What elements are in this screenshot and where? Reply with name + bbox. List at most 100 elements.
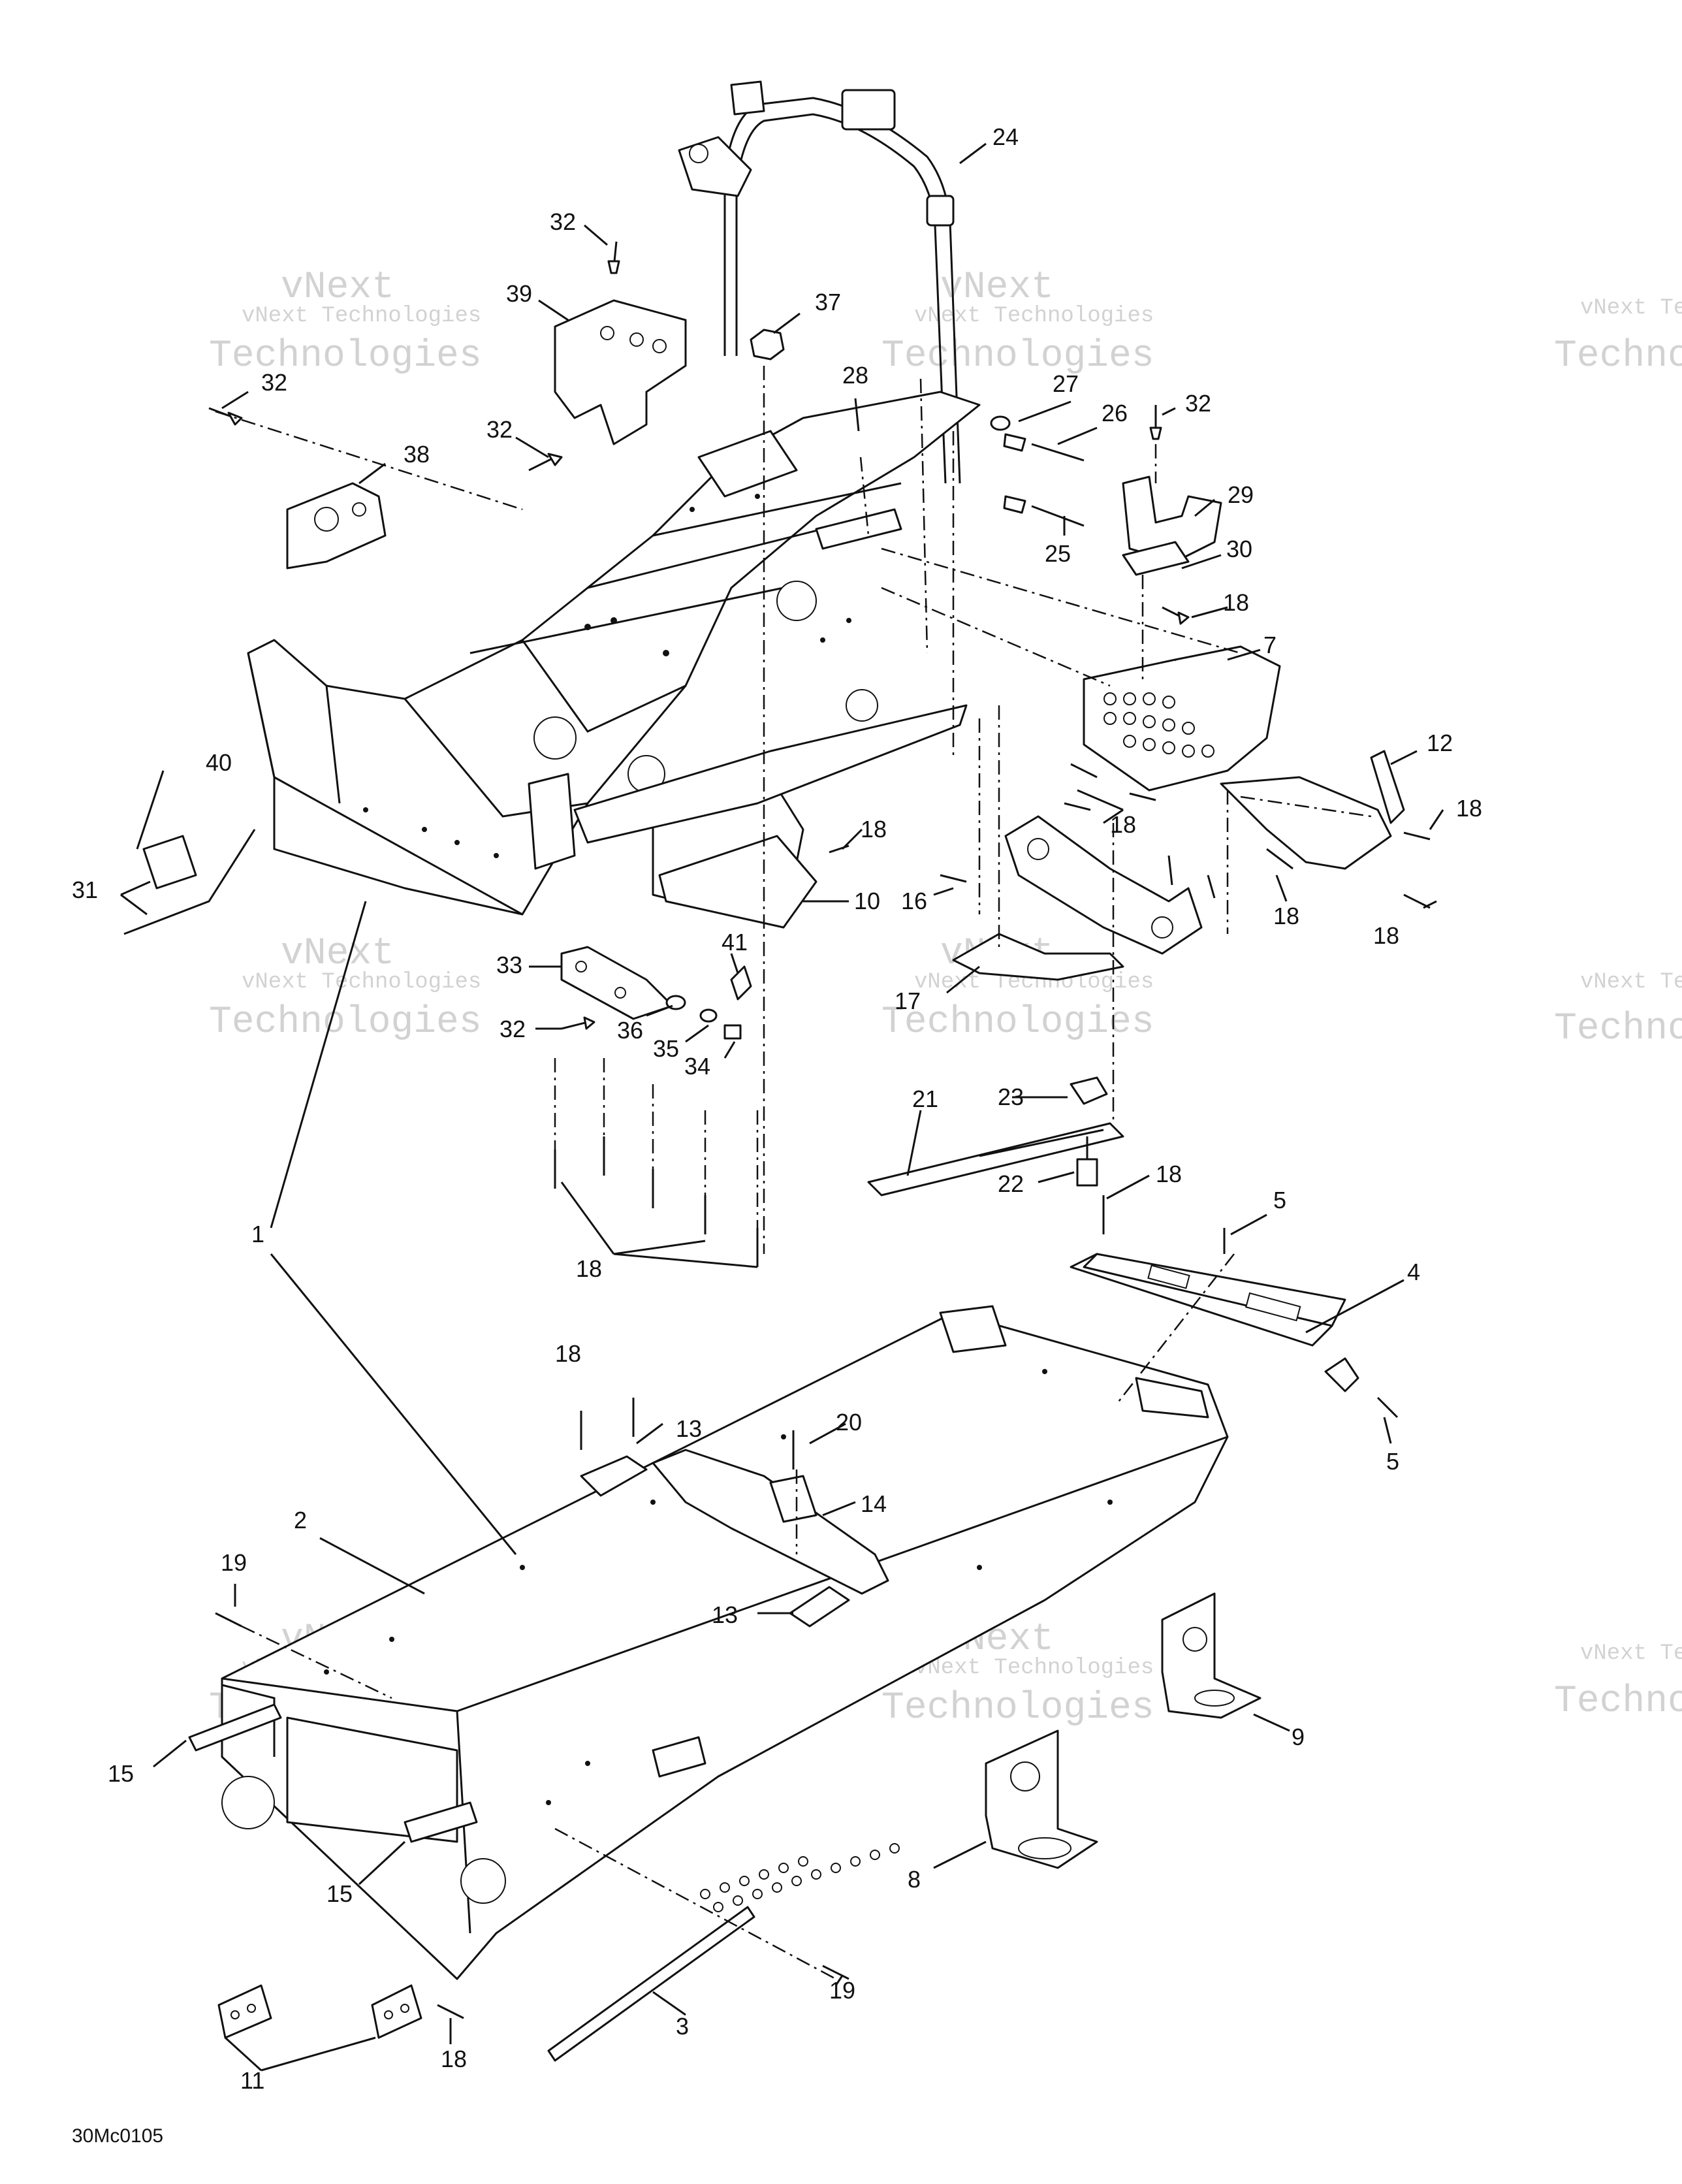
rivet-18-f [1266,848,1293,870]
svg-text:Technologies: Technologies [209,1001,482,1044]
tunnel-rivets [324,1369,1113,1805]
bolt-22-nut-23 [1070,1076,1108,1187]
callout-18: 18 [555,1340,581,1367]
callout-5: 5 [1273,1187,1286,1213]
rivet-18-j [940,874,967,883]
callout-18: 18 [861,816,887,843]
plate-4 [1070,1253,1359,1392]
bracket-39 [554,299,687,445]
watermark: vNext Technologies Technologies [1554,296,1682,377]
callout-9: 9 [1292,1724,1305,1750]
tunnel-2 [221,1305,1229,1980]
callout-32: 32 [486,416,513,443]
callout-13: 13 [676,1415,702,1442]
callout-18: 18 [1273,903,1299,929]
skid-21 [867,1122,1124,1196]
svg-text:Technologies: Technologies [881,1687,1154,1729]
callout-38: 38 [404,441,430,468]
callout-32: 32 [261,369,287,396]
rivet-41 [730,965,752,1001]
clip-40 [142,835,197,890]
callout-27: 27 [1053,370,1079,397]
rivet-18-d [1129,792,1156,801]
callout-32: 32 [1185,390,1211,417]
panel-10 [658,835,817,929]
part-callouts: 24 32 39 37 32 28 27 26 32 32 38 29 30 2… [72,123,1482,2094]
svg-text:vNext: vNext [281,266,394,309]
svg-text:Technologies: Technologies [881,335,1154,377]
plate-11-top [217,1984,272,2039]
rivet-32-top [607,241,620,274]
callout-18: 18 [1110,811,1136,838]
rivet-18-a [1162,606,1190,625]
bracket-33 [560,946,674,1020]
bracket-17 [952,933,1124,981]
watermark: vNext Technologies Technologies [1554,1641,1682,1723]
bracket-12 [1220,750,1405,870]
svg-text:vNext Technologies: vNext Technologies [242,304,481,329]
callout-21: 21 [912,1085,938,1112]
perforated-bracket-7 [1083,645,1281,792]
rivet-32-right [1149,405,1162,440]
washers-34-36 [665,995,742,1040]
callout-37: 37 [815,289,841,315]
callout-18: 18 [1456,795,1482,822]
bracket-13-top [580,1455,648,1497]
rivet-32-lower [561,1016,595,1030]
callout-7: 7 [1263,632,1277,658]
bracket-14 [652,1449,889,1595]
svg-text:Technologies: Technologies [209,335,482,377]
callout-11: 11 [240,2067,264,2094]
callout-26: 26 [1102,400,1128,426]
callout-32: 32 [500,1016,526,1042]
callout-14: 14 [861,1490,887,1517]
callout-32: 32 [550,208,576,235]
svg-text:vNext Technologies: vNext Technologies [1580,970,1682,995]
callout-1: 1 [251,1221,264,1247]
clip-29-30 [1122,475,1222,576]
callout-15: 15 [108,1760,134,1787]
rivet-18-c [1064,802,1091,811]
svg-text:vNext Technologies: vNext Technologies [242,970,481,995]
main-frame [247,391,981,929]
callout-19: 19 [829,1977,855,2004]
callout-18: 18 [1223,589,1249,616]
steering-arm-16 [1004,815,1203,955]
callout-25: 25 [1045,540,1071,567]
rivet-18-bottom [437,2004,464,2019]
svg-text:vNext Technologies: vNext Technologies [1580,296,1682,321]
drawing-code: 30Mc0105 [72,2125,163,2147]
assembly-lines [215,366,1372,1980]
callout-28: 28 [842,362,868,389]
callout-24: 24 [992,123,1019,150]
rod-3 [547,1906,755,2062]
bracket-9 [1161,1592,1262,1719]
watermark: vNext Technologies vNext Technologies [881,266,1154,377]
svg-text:vNext: vNext [940,266,1054,309]
bracket-38 [286,482,387,570]
bracket-8 [985,1729,1098,1869]
svg-text:vNext Technologies: vNext Technologies [1580,1641,1682,1666]
callout-29: 29 [1228,481,1254,508]
washer-27 [990,415,1011,431]
watermark: vNext Technologies vNext Technologies [209,933,482,1044]
callout-23: 23 [998,1084,1024,1110]
steering-support-loop [678,80,961,484]
rivet-32-mid [528,453,563,472]
callout-19: 19 [221,1549,247,1576]
callout-18: 18 [1156,1161,1182,1187]
callout-5: 5 [1386,1448,1399,1475]
rivet-18-g [1403,831,1431,841]
callout-2: 2 [294,1507,307,1534]
svg-text:vNext: vNext [281,933,394,975]
bolt-26 [1003,433,1085,462]
watermark: vNext Technologies vNext Technologies [209,266,482,377]
rivets-18-column [554,1136,759,1267]
rivet-19-left [215,1612,242,1628]
callout-33: 33 [496,952,522,978]
callout-17: 17 [895,988,921,1014]
callout-40: 40 [206,749,232,776]
fasteners [208,241,1431,2019]
callout-20: 20 [836,1409,862,1436]
callout-3: 3 [676,2013,689,2040]
